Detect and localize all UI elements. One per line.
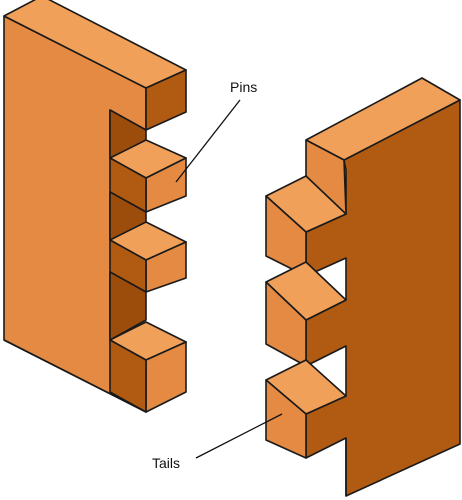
pins-leader-line: [175, 99, 241, 183]
pin-2: [109, 191, 187, 293]
pins-label: Pins: [230, 79, 257, 95]
tails-label: Tails: [152, 455, 180, 471]
pin-board-end-1: [145, 69, 187, 131]
tail-3: [265, 359, 347, 459]
tail-2: [265, 261, 347, 367]
tail-board: [265, 77, 461, 497]
tail-1: [265, 175, 347, 277]
pin-1: [109, 109, 187, 213]
pins-callout: Pins: [175, 79, 257, 183]
tails-leader-line: [195, 413, 283, 459]
pin-board: [3, 0, 187, 413]
pin-3: [109, 271, 187, 413]
tails-callout: Tails: [152, 413, 283, 471]
